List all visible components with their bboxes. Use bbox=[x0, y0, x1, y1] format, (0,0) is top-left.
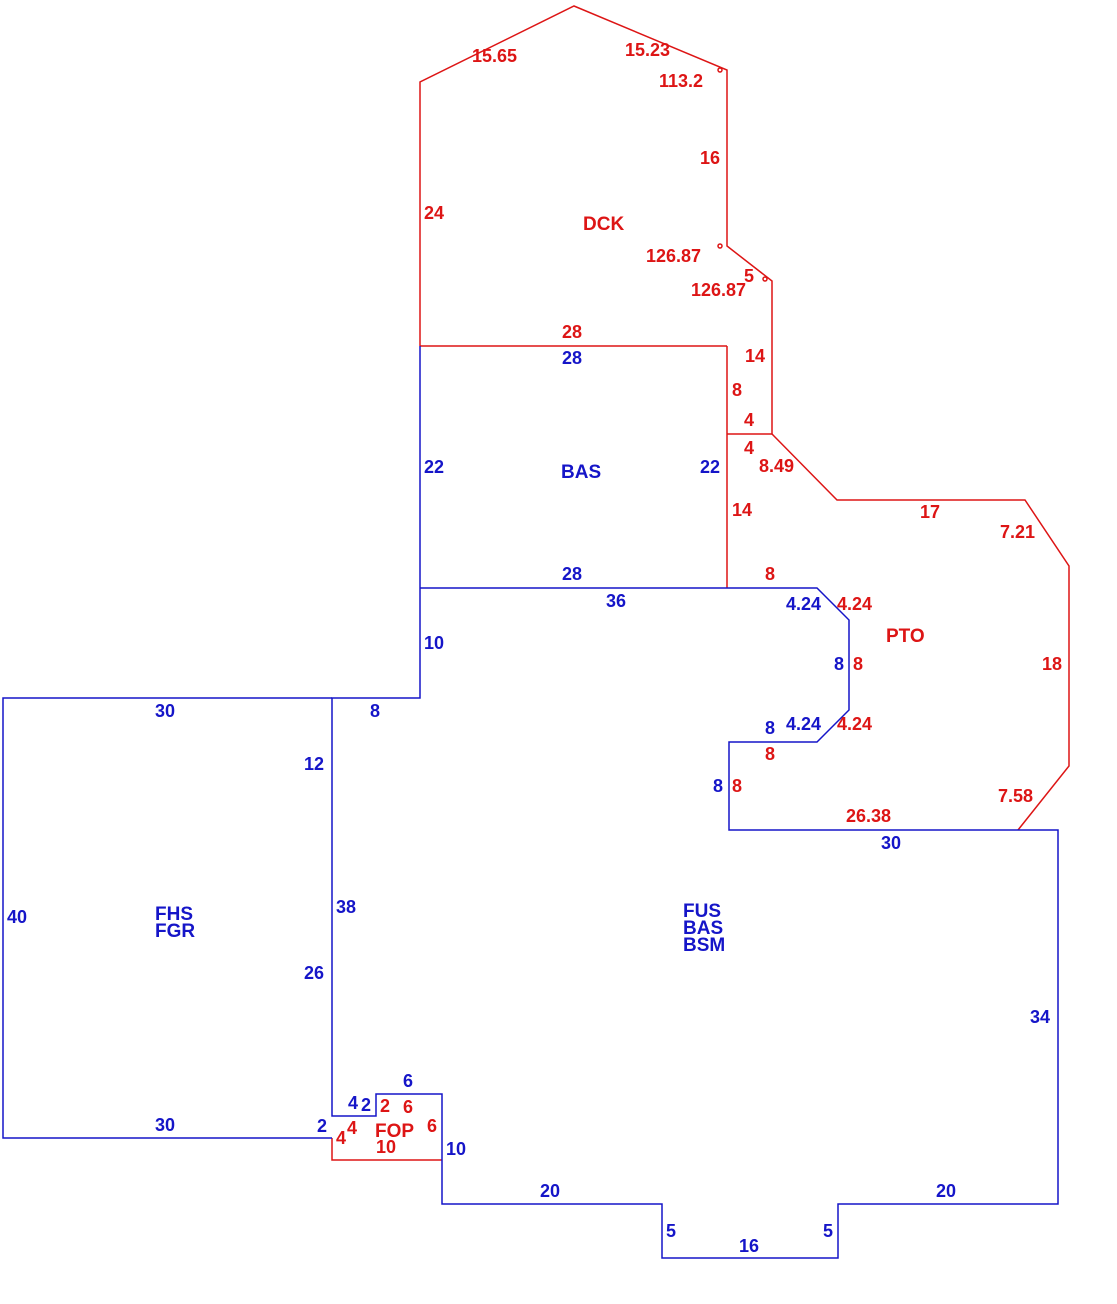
pto-area-label: PTO bbox=[886, 626, 925, 647]
bas-upper-dim-left: 22 bbox=[424, 457, 444, 477]
main-dim-left-upper-side: 12 bbox=[304, 754, 324, 774]
dck-angle-mid-1: 126.87 bbox=[646, 246, 701, 266]
fop-dim-red-step: 2 bbox=[380, 1096, 390, 1116]
pto-dim-diag-bottom-right: 7.58 bbox=[998, 786, 1033, 806]
main-dim-right: 34 bbox=[1030, 1007, 1050, 1027]
pto-dim-bottom: 26.38 bbox=[846, 806, 891, 826]
fhs-dim-right-step: 2 bbox=[317, 1116, 327, 1136]
pto-dim-notch-side: 8 bbox=[853, 654, 863, 674]
bas-upper-dim-top: 28 bbox=[562, 348, 582, 368]
dck-angle-top: 113.2 bbox=[659, 71, 703, 91]
main-dim-left-lower: 26 bbox=[304, 963, 324, 983]
dck-dim-bottom: 28 bbox=[562, 322, 582, 342]
main-dim-left-upper: 10 bbox=[424, 633, 444, 653]
dck-dim-top-left: 15.65 bbox=[472, 46, 517, 66]
dck-dim-left: 24 bbox=[424, 203, 444, 223]
main-dim-notch-diag-bottom: 4.24 bbox=[786, 714, 821, 734]
main-dim-notch-bottom: 8 bbox=[765, 718, 775, 738]
main-outline bbox=[331, 587, 1059, 1259]
main-dim-notch-left: 8 bbox=[713, 776, 723, 796]
bas-main-area-label: BAS bbox=[683, 918, 723, 939]
dck-dim-diag-short: 5 bbox=[744, 266, 754, 286]
main-dim-notch-side: 8 bbox=[834, 654, 844, 674]
bas-upper-dim-right: 22 bbox=[700, 457, 720, 477]
pto-dim-notch-top: 8 bbox=[765, 564, 775, 584]
pto-dim-left-upper: 8 bbox=[732, 380, 742, 400]
main-dim-left: 38 bbox=[336, 897, 356, 917]
fop-dim-red-right: 6 bbox=[427, 1116, 437, 1136]
pto-dim-diag-top: 8.49 bbox=[759, 456, 794, 476]
fop-dim-bottom: 10 bbox=[376, 1137, 396, 1157]
fop-red-outline bbox=[331, 1138, 442, 1161]
bas-upper-area-label: BAS bbox=[561, 462, 601, 483]
fhs-dim-left: 40 bbox=[7, 907, 27, 927]
fop-dim-step-left-a: 4 bbox=[348, 1093, 358, 1113]
main-dim-bottom-left: 20 bbox=[540, 1181, 560, 1201]
pto-dim-step-bottom: 4 bbox=[744, 438, 754, 458]
main-dim-fop-right: 10 bbox=[446, 1139, 466, 1159]
pto-dim-notch-bottom: 8 bbox=[765, 744, 775, 764]
main-dim-bump-bottom: 16 bbox=[739, 1236, 759, 1256]
bas-upper-dim-bottom: 28 bbox=[562, 564, 582, 584]
fgr-area-label: FGR bbox=[155, 921, 195, 942]
angle-marker-icon bbox=[762, 276, 768, 282]
main-dim-bump-right: 5 bbox=[823, 1221, 833, 1241]
angle-marker-icon bbox=[717, 67, 723, 73]
dck-dim-right-upper: 16 bbox=[700, 148, 720, 168]
pto-outline bbox=[771, 433, 1070, 831]
fop-dim-left-a: 4 bbox=[336, 1128, 346, 1148]
main-dim-right-top: 30 bbox=[881, 833, 901, 853]
main-dim-bump-left: 5 bbox=[666, 1221, 676, 1241]
pto-dim-diag-top-right: 7.21 bbox=[1000, 522, 1035, 542]
dck-area-label: DCK bbox=[583, 214, 624, 235]
fhs-area-label: FHS bbox=[155, 904, 193, 925]
fhs-outline bbox=[2, 697, 332, 1139]
fop-dim-top: 6 bbox=[403, 1071, 413, 1091]
pto-dim-notch-diag-bottom: 4.24 bbox=[837, 714, 872, 734]
main-dim-bottom-right: 20 bbox=[936, 1181, 956, 1201]
main-dim-notch-diag-top: 4.24 bbox=[786, 594, 821, 614]
dck-dim-right-lower: 14 bbox=[745, 346, 765, 366]
fop-dim-step-left-b: 2 bbox=[361, 1095, 371, 1115]
dck-angle-mid-2: 126.87 bbox=[691, 280, 746, 300]
main-dim-step: 8 bbox=[370, 701, 380, 721]
fhs-dim-top: 30 bbox=[155, 701, 175, 721]
angle-marker-icon bbox=[717, 243, 723, 249]
fhs-dim-bottom: 30 bbox=[155, 1115, 175, 1135]
pto-dim-right: 18 bbox=[1042, 654, 1062, 674]
fop-area-label: FOP bbox=[375, 1121, 414, 1142]
main-dim-top: 36 bbox=[606, 591, 626, 611]
fop-dim-red-top: 6 bbox=[403, 1097, 413, 1117]
dck-outline bbox=[419, 5, 773, 434]
pto-dim-notch-diag-top: 4.24 bbox=[837, 594, 872, 614]
pto-dim-notch-left: 8 bbox=[732, 776, 742, 796]
dck-dim-top-right: 15.23 bbox=[625, 40, 670, 60]
fop-dim-left-b: 4 bbox=[347, 1118, 357, 1138]
pto-dim-left-lower: 14 bbox=[732, 500, 752, 520]
pto-dim-step-top: 4 bbox=[744, 410, 754, 430]
pto-dim-top: 17 bbox=[920, 502, 940, 522]
bsm-area-label: BSM bbox=[683, 935, 725, 956]
fus-area-label: FUS bbox=[683, 901, 721, 922]
